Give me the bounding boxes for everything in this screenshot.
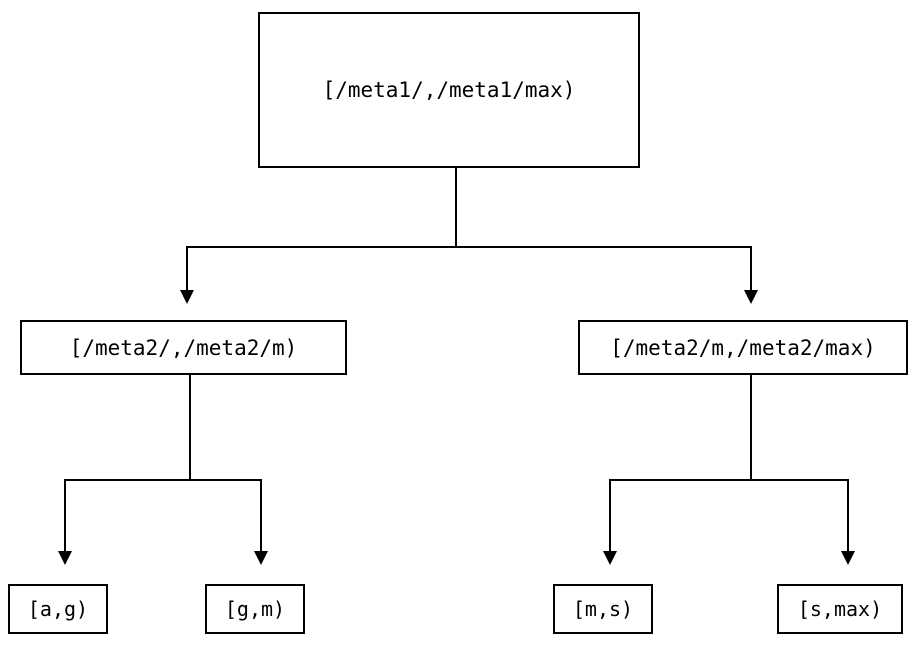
node-root[interactable]: [/meta1/,/meta1/max) xyxy=(258,12,640,168)
node-root-label: [/meta1/,/meta1/max) xyxy=(322,78,576,102)
node-leaf-4[interactable]: [s,max) xyxy=(777,584,903,634)
arrowhead-mid-right-to-leaf-3 xyxy=(603,551,617,565)
arrowhead-mid-left-to-leaf-2 xyxy=(254,551,268,565)
edge-root-stem xyxy=(455,168,457,248)
node-mid-right[interactable]: [/meta2/m,/meta2/max) xyxy=(578,320,908,375)
node-leaf-2-label: [g,m) xyxy=(224,597,286,621)
edge-mid-right-bus xyxy=(609,479,849,481)
edge-root-to-mid-left xyxy=(186,246,188,290)
edge-mid-right-stem xyxy=(750,375,752,481)
node-mid-left-label: [/meta2/,/meta2/m) xyxy=(69,335,298,360)
edge-mid-left-stem xyxy=(189,375,191,481)
arrowhead-root-to-mid-left xyxy=(180,290,194,304)
edge-root-to-mid-right xyxy=(750,246,752,290)
node-leaf-3-label: [m,s) xyxy=(572,597,634,621)
node-leaf-1[interactable]: [a,g) xyxy=(8,584,108,634)
arrowhead-mid-right-to-leaf-4 xyxy=(841,551,855,565)
arrowhead-mid-left-to-leaf-1 xyxy=(58,551,72,565)
node-leaf-4-label: [s,max) xyxy=(797,597,883,621)
edge-mid-left-bus xyxy=(64,479,262,481)
edge-root-bus xyxy=(186,246,752,248)
edge-mid-left-to-leaf-2 xyxy=(260,479,262,551)
arrowhead-root-to-mid-right xyxy=(744,290,758,304)
edge-mid-right-to-leaf-4 xyxy=(847,479,849,551)
node-mid-left[interactable]: [/meta2/,/meta2/m) xyxy=(20,320,347,375)
node-mid-right-label: [/meta2/m,/meta2/max) xyxy=(610,335,876,360)
node-leaf-1-label: [a,g) xyxy=(27,597,89,621)
edge-mid-right-to-leaf-3 xyxy=(609,479,611,551)
node-leaf-3[interactable]: [m,s) xyxy=(553,584,653,634)
edge-mid-left-to-leaf-1 xyxy=(64,479,66,551)
node-leaf-2[interactable]: [g,m) xyxy=(205,584,305,634)
